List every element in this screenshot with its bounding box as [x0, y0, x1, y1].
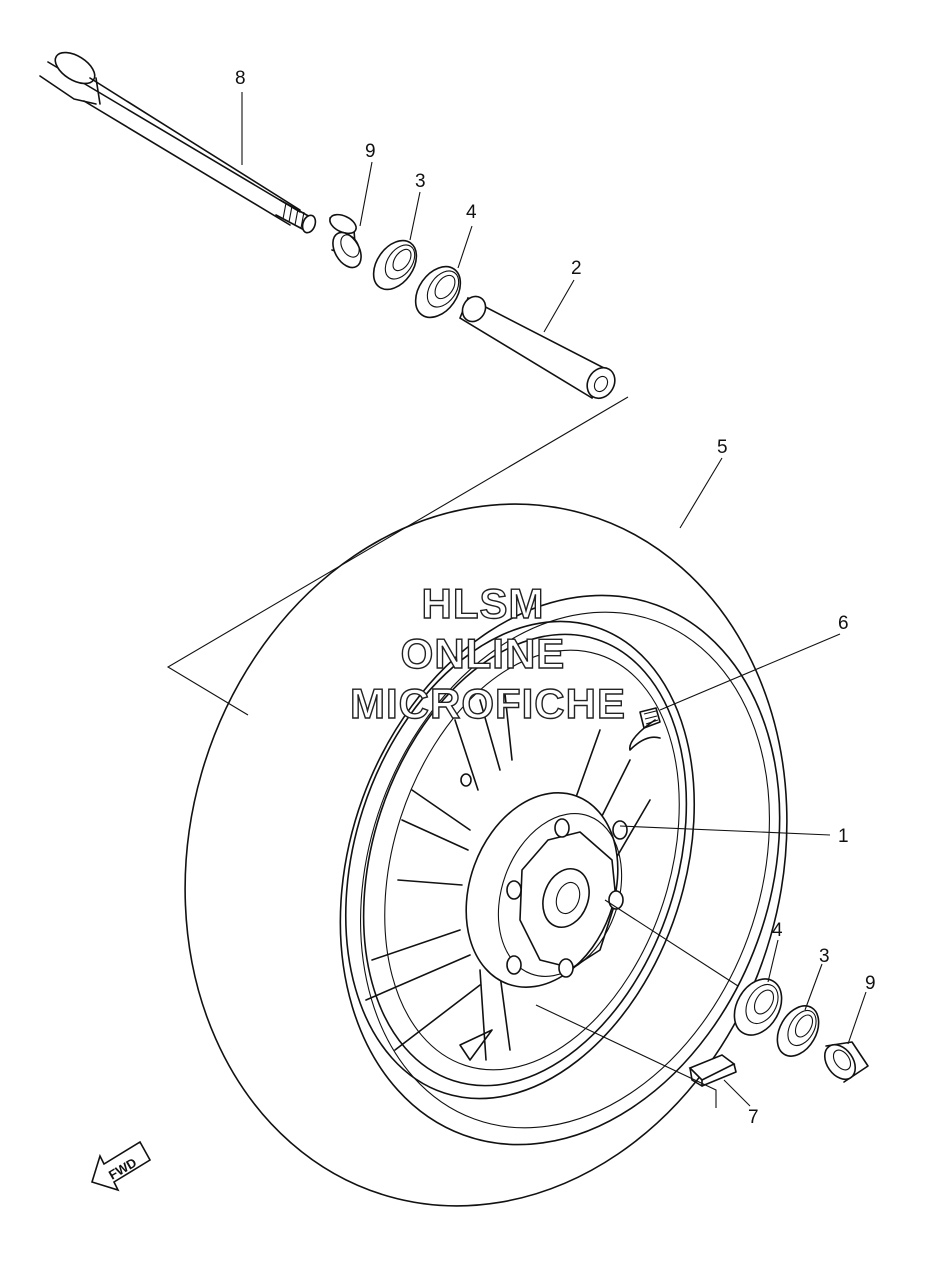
valve-part[interactable] [639, 707, 661, 729]
callout-1: 1 [838, 826, 849, 847]
spacer-part[interactable] [458, 292, 620, 403]
watermark: HLSM ONLINE MICROFICHE [349, 579, 626, 727]
collar-bottom-part[interactable] [818, 1039, 869, 1085]
axle-part[interactable] [39, 46, 318, 234]
assembly-bracket-line [166, 396, 629, 716]
callout-8: 8 [235, 68, 246, 89]
callout-9-bottom: 9 [865, 973, 876, 994]
watermark-line-1: HLSM [422, 580, 545, 627]
callout-3-top: 3 [415, 171, 426, 192]
watermark-line-2: ONLINE [401, 630, 566, 677]
bearing-bottom-part[interactable] [725, 971, 791, 1044]
oil-seal-bottom-part[interactable] [769, 999, 827, 1064]
forward-arrow-icon: FWD [91, 1140, 152, 1192]
callout-6: 6 [838, 613, 849, 634]
tire-part[interactable] [104, 432, 869, 1271]
callout-4-top: 4 [466, 202, 477, 223]
callout-9-top: 9 [365, 141, 376, 162]
callout-3-bottom: 3 [819, 946, 830, 967]
callout-4-bottom: 4 [772, 920, 783, 941]
leader-lines [241, 92, 867, 1108]
oil-seal-top-part[interactable] [365, 233, 425, 298]
cast-wheel-part[interactable] [287, 576, 752, 1144]
bearing-top-part[interactable] [406, 258, 469, 326]
collar-top-part[interactable] [327, 211, 367, 273]
callout-2: 2 [571, 258, 582, 279]
callout-7: 7 [748, 1107, 759, 1128]
callout-5: 5 [717, 437, 728, 458]
watermark-line-3: MICROFICHE [350, 680, 626, 727]
